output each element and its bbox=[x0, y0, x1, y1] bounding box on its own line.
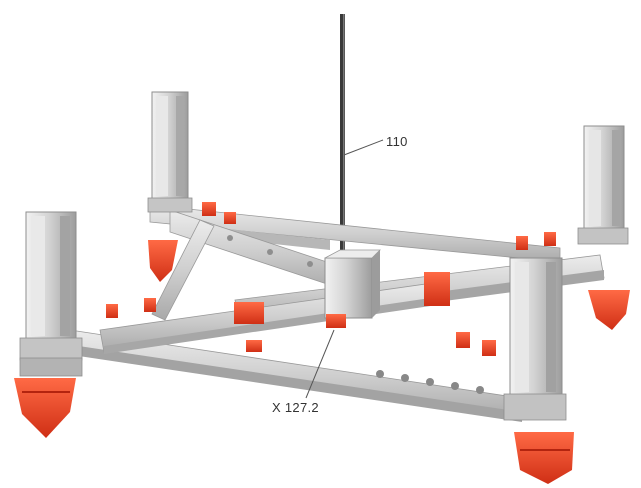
leader-line-x1272 bbox=[305, 329, 335, 399]
back-right-tower bbox=[577, 125, 629, 245]
red-foot-front-right bbox=[514, 432, 574, 484]
leader-lines bbox=[305, 139, 384, 399]
red-foot-front-left bbox=[14, 378, 76, 438]
red-foot-back-left bbox=[148, 240, 178, 282]
front-right-tower bbox=[503, 257, 567, 421]
back-left-tower bbox=[147, 91, 193, 213]
leader-line-110 bbox=[343, 139, 384, 156]
center-hub bbox=[324, 249, 381, 319]
center-cross-beam bbox=[99, 281, 445, 354]
left-strut bbox=[151, 219, 215, 321]
front-left-tower bbox=[19, 211, 83, 377]
red-foot-back-right bbox=[588, 290, 630, 330]
red-clips bbox=[106, 202, 556, 356]
callout-110: 110 bbox=[386, 134, 408, 149]
callout-x-127-2: X 127.2 bbox=[272, 400, 319, 415]
center-axle bbox=[340, 14, 345, 264]
